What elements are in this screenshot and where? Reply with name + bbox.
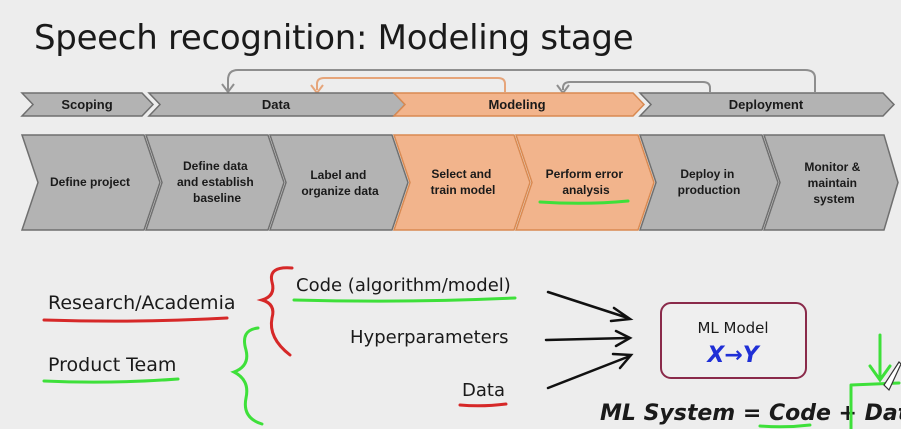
arrow-data-head [611,352,634,370]
arrow-hyper [544,336,630,342]
phase-deployment [638,92,896,117]
step-row: Define project Define data and establish… [20,134,899,231]
feedback-arrow-deploy-to-data-head [221,83,235,94]
phase-label-scoping: Scoping [61,97,112,112]
step-text-monitor: Monitor & maintain system [804,160,863,206]
arrow-data [546,354,632,390]
ml-model-box [660,302,807,379]
step-text-error-analysis: Perform error analysis [546,167,627,197]
arrow-code [546,290,630,320]
phase-scoping [20,92,155,117]
research-academia-label: Research/Academia [48,292,236,314]
error-analysis-underline [538,199,630,205]
product-underline [42,377,180,384]
step-define-project [20,134,161,231]
page-title: Speech recognition: Modeling stage [34,18,634,58]
green-brace [230,326,264,426]
data-underline [458,402,508,408]
feedback-arrow-deploy-to-data [227,69,816,92]
step-text-deploy: Deploy in production [678,167,741,197]
feedback-arrows [221,69,816,95]
product-team-label: Product Team [48,354,176,376]
arrow-hyper-head [614,329,633,348]
phase-modeling [392,92,646,117]
step-monitor [762,134,899,231]
step-text-select-train: Select and train model [431,167,496,197]
step-error-analysis [514,134,655,231]
input-arrows [544,290,634,390]
hyperparameters-label: Hyperparameters [350,327,509,348]
bottom-section: Research/Academia Product Team Code (alg… [42,266,901,429]
step-define-data [144,134,285,231]
data-label: Data [462,380,505,401]
step-select-train [392,134,531,231]
ml-system-label: ML System = Code + Dat [600,401,901,426]
step-text-label-data: Label and organize data [301,168,379,198]
step-label-data [268,134,409,231]
red-brace [256,266,294,357]
xy-label: X→Y [705,343,760,368]
phase-bar: Scoping Data Modeling Deployment [20,92,896,117]
ml-model-label: ML Model [697,319,768,337]
feedback-arrow-modeling-to-data [316,77,506,92]
pencil-icon [883,361,901,392]
phase-label-deployment: Deployment [729,97,804,112]
green-pointer-arrow-head [868,364,892,383]
phase-label-modeling: Modeling [488,97,545,112]
phase-label-data: Data [262,97,291,112]
feedback-arrow-deploy-to-modeling [562,81,711,92]
code-underline [292,296,517,303]
step-text-define-project: Define project [50,175,130,189]
step-deploy [638,134,779,231]
step-text-define-data: Define data and establish baseline [177,159,257,205]
arrow-code-head [609,306,634,323]
code-handwritten-underline [758,423,812,429]
code-label: Code (algorithm/model) [296,275,511,296]
research-underline [42,316,229,323]
